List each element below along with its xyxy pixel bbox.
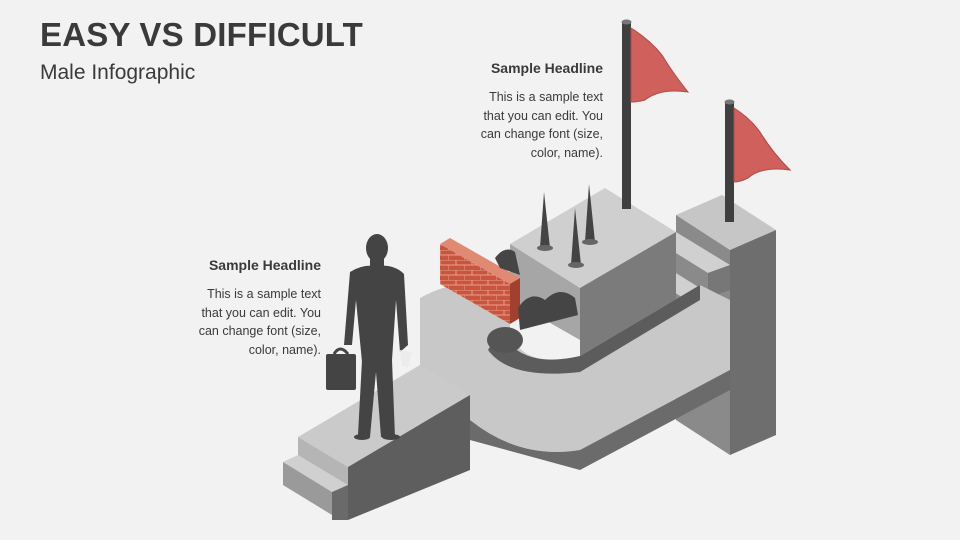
brick-wall-icon	[440, 238, 520, 324]
slide-subtitle: Male Infographic	[40, 61, 196, 84]
rubble-icon	[518, 291, 578, 330]
callout-left-body: This is a sample text that you can edit.…	[160, 285, 321, 359]
callout-top-body: This is a sample text that you can edit.…	[443, 88, 603, 162]
callout-left-line: This is a sample text	[207, 287, 321, 301]
left-staircase	[283, 437, 348, 520]
callout-left: Sample Headline This is a sample text th…	[160, 257, 321, 359]
flag-icon	[621, 19, 690, 209]
callout-top-line: color, name).	[530, 145, 603, 160]
callout-top: Sample Headline This is a sample text th…	[443, 60, 603, 162]
spikes-icon	[537, 184, 598, 268]
pit-hole	[487, 327, 523, 353]
callout-top-headline: Sample Headline	[490, 60, 603, 76]
callout-left-line: color, name).	[248, 342, 321, 357]
flag-icon	[724, 99, 792, 222]
rubble-icon	[495, 249, 520, 275]
callout-top-line: that you can edit. You	[483, 108, 603, 123]
callout-left-headline: Sample Headline	[208, 257, 321, 273]
callout-left-line: that you can edit. You	[201, 305, 321, 320]
callout-left-line: can change font (size,	[198, 324, 321, 338]
slide-title: EASY VS DIFFICULT	[40, 16, 364, 53]
businessman-silhouette	[326, 234, 412, 440]
callout-top-line: can change font (size,	[480, 127, 603, 141]
callout-top-line: This is a sample text	[489, 90, 603, 104]
